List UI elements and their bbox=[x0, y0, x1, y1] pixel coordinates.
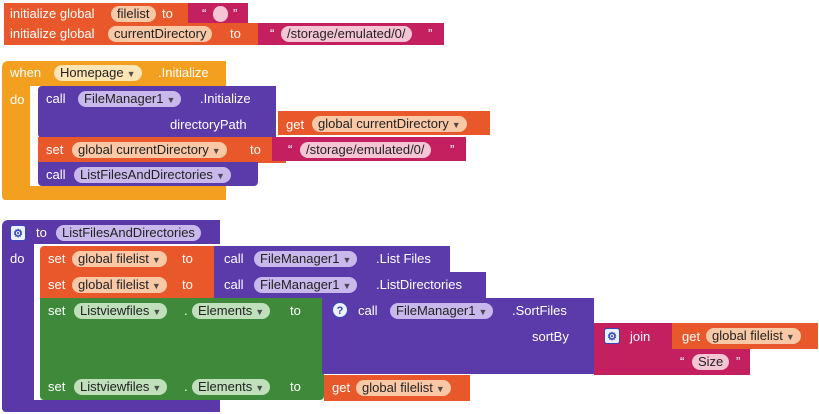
param-label-sortby: sortBy bbox=[532, 329, 569, 344]
gear-icon[interactable]: ⚙ bbox=[604, 328, 620, 344]
global-to-keyword: to bbox=[162, 6, 173, 21]
chevron-down-icon: ▼ bbox=[785, 332, 795, 342]
open-quote: “ bbox=[270, 26, 275, 41]
call-keyword: call bbox=[46, 91, 66, 106]
call-keyword: call bbox=[224, 251, 244, 266]
method-name: .SortFiles bbox=[512, 303, 567, 318]
component-dropdown-filemanager1[interactable]: FileManager1▼ bbox=[254, 277, 358, 293]
component-dropdown-filemanager1[interactable]: FileManager1▼ bbox=[390, 303, 494, 319]
var-dropdown-filelist[interactable]: global filelist▼ bbox=[72, 251, 167, 267]
close-quote: ” bbox=[428, 26, 433, 41]
set-keyword: set bbox=[48, 277, 66, 292]
do-keyword: do bbox=[10, 92, 25, 107]
procedure-dropdown[interactable]: ListFilesAndDirectories▼ bbox=[74, 167, 231, 183]
procedure-name-field[interactable]: ListFilesAndDirectories bbox=[56, 225, 201, 241]
chevron-down-icon: ▼ bbox=[435, 384, 445, 394]
to-keyword: to bbox=[182, 251, 193, 266]
size-text-field[interactable]: Size bbox=[692, 354, 730, 370]
set-keyword: set bbox=[46, 142, 64, 157]
to-keyword: to bbox=[290, 379, 301, 394]
param-label-directorypath: directoryPath bbox=[170, 117, 247, 132]
do-keyword: do bbox=[10, 251, 25, 266]
close-quote: ” bbox=[450, 142, 455, 157]
event-component-dropdown[interactable]: Homepage▼ bbox=[54, 65, 142, 81]
chevron-down-icon: ▼ bbox=[255, 307, 265, 317]
chevron-down-icon: ▼ bbox=[151, 281, 161, 291]
global-init-keyword: initialize global bbox=[10, 6, 95, 21]
call-keyword: call bbox=[224, 277, 244, 292]
set-keyword: set bbox=[48, 251, 66, 266]
property-dropdown-elements[interactable]: Elements▼ bbox=[192, 303, 271, 319]
open-quote: “ bbox=[202, 6, 207, 21]
var-dropdown-filelist[interactable]: global filelist▼ bbox=[356, 380, 451, 396]
property-dropdown-elements[interactable]: Elements▼ bbox=[192, 379, 271, 395]
method-name: .List Files bbox=[376, 251, 431, 266]
call-keyword: call bbox=[358, 303, 378, 318]
chevron-down-icon: ▼ bbox=[152, 307, 162, 317]
open-quote: “ bbox=[288, 142, 293, 157]
open-quote: “ bbox=[680, 354, 685, 369]
var-dropdown-currentdirectory[interactable]: global currentDirectory▼ bbox=[72, 142, 227, 158]
global-var-name-filelist[interactable]: filelist bbox=[111, 6, 156, 22]
component-dropdown-filemanager1[interactable]: FileManager1▼ bbox=[78, 91, 182, 107]
close-quote: ” bbox=[233, 6, 238, 21]
var-dropdown-currentdirectory[interactable]: global currentDirectory▼ bbox=[312, 116, 467, 132]
empty-text-field[interactable] bbox=[213, 6, 228, 22]
chevron-down-icon: ▼ bbox=[342, 255, 352, 265]
event-name: .Initialize bbox=[158, 65, 209, 80]
chevron-down-icon: ▼ bbox=[342, 281, 352, 291]
get-keyword: get bbox=[682, 329, 701, 344]
chevron-down-icon: ▼ bbox=[451, 120, 461, 130]
global-init-keyword: initialize global bbox=[10, 26, 95, 41]
to-keyword: to bbox=[290, 303, 301, 318]
component-dropdown-filemanager1[interactable]: FileManager1▼ bbox=[254, 251, 358, 267]
component-dropdown-listviewfiles[interactable]: Listviewfiles▼ bbox=[74, 379, 168, 395]
join-keyword: join bbox=[630, 329, 651, 344]
dot-separator: . bbox=[184, 303, 188, 318]
when-keyword: when bbox=[10, 65, 42, 80]
close-quote: ” bbox=[736, 354, 741, 369]
gear-icon[interactable]: ⚙ bbox=[10, 225, 26, 241]
method-name: .Initialize bbox=[200, 91, 251, 106]
to-keyword: to bbox=[182, 277, 193, 292]
path-text-field[interactable]: /storage/emulated/0/ bbox=[281, 26, 412, 42]
chevron-down-icon: ▼ bbox=[215, 171, 225, 181]
global-to-keyword: to bbox=[230, 26, 241, 41]
set-keyword: set bbox=[48, 303, 66, 318]
var-dropdown-filelist[interactable]: global filelist▼ bbox=[706, 328, 801, 344]
chevron-down-icon: ▼ bbox=[126, 69, 136, 79]
global-var-name-currentdirectory[interactable]: currentDirectory bbox=[108, 26, 213, 42]
var-dropdown-filelist[interactable]: global filelist▼ bbox=[72, 277, 167, 293]
dot-separator: . bbox=[184, 379, 188, 394]
chevron-down-icon: ▼ bbox=[152, 383, 162, 393]
call-keyword: call bbox=[46, 167, 66, 182]
set-keyword: set bbox=[48, 379, 66, 394]
chevron-down-icon: ▼ bbox=[255, 383, 265, 393]
chevron-down-icon: ▼ bbox=[211, 146, 221, 156]
chevron-down-icon: ▼ bbox=[151, 255, 161, 265]
to-keyword: to bbox=[250, 142, 261, 157]
get-keyword: get bbox=[332, 380, 351, 395]
method-name: .ListDirectories bbox=[376, 277, 462, 292]
path-text-field[interactable]: /storage/emulated/0/ bbox=[300, 142, 431, 158]
chevron-down-icon: ▼ bbox=[478, 307, 488, 317]
to-keyword: to bbox=[36, 225, 47, 240]
chevron-down-icon: ▼ bbox=[166, 95, 176, 105]
get-keyword: get bbox=[286, 117, 305, 132]
component-dropdown-listviewfiles[interactable]: Listviewfiles▼ bbox=[74, 303, 168, 319]
help-icon[interactable]: ? bbox=[332, 302, 348, 318]
